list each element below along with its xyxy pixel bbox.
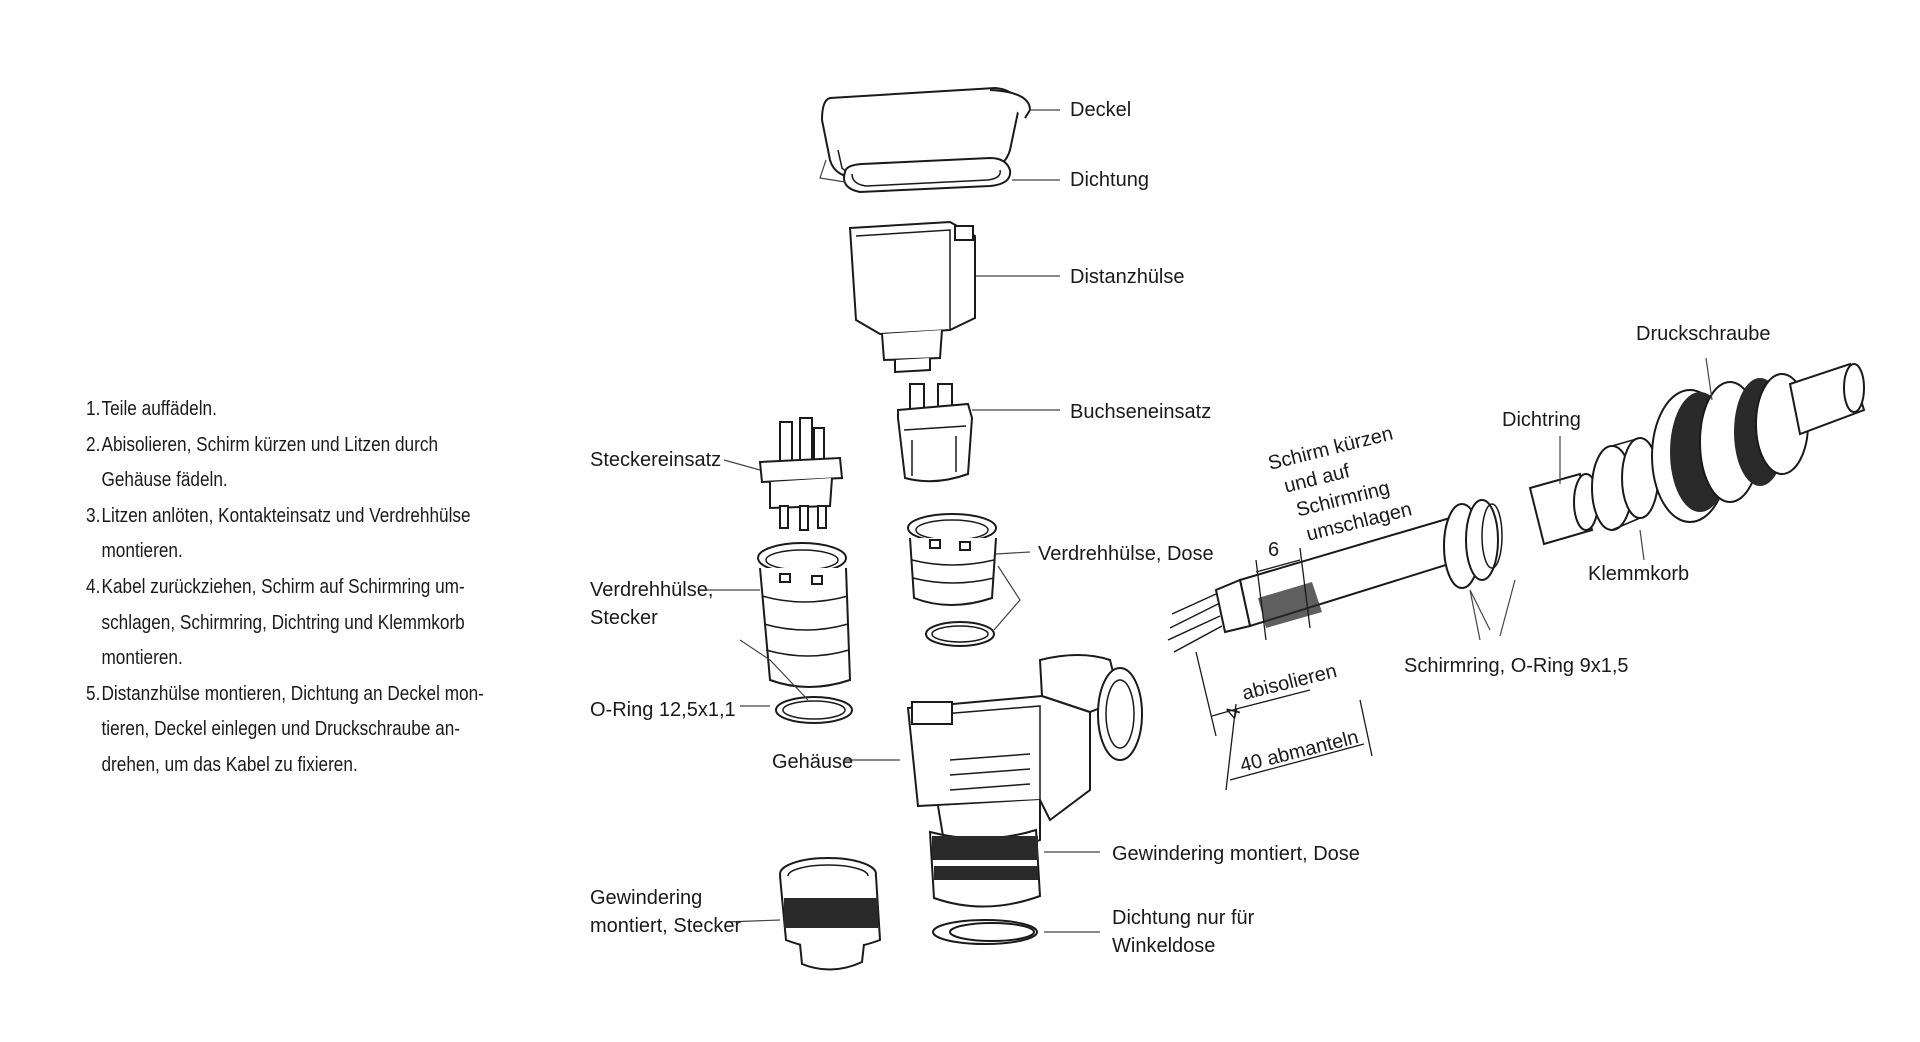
label-oring-12: O-Ring 12,5x1,1 [590,699,736,721]
part-schirmring [1443,499,1503,589]
dim-4: 4 [1222,705,1246,721]
label-gehaeuse: Gehäuse [772,751,853,773]
label-klemmkorb: Klemmkorb [1588,563,1689,585]
part-druckschraube [1651,362,1866,523]
instruction-list: 1.Teile auffädeln. 2.Abisolieren, Schirm… [86,392,506,784]
part-klemmkorb [1591,437,1659,531]
dim-abisolieren: abisolieren [1240,660,1339,705]
part-gehaeuse [906,654,1143,850]
dim-abmanteln: 40 abmanteln [1238,726,1361,777]
label-gewindering-dose: Gewindering montiert, Dose [1112,843,1360,865]
part-verdrehhuelse-stecker [757,542,853,724]
part-verdrehhuelse-dose [907,513,997,647]
part-gewindering-dose [928,828,1042,945]
label-dichtung-winkeldose-2: Winkeldose [1112,935,1215,957]
part-dichtring [1528,472,1599,546]
part-labels: Deckel Dichtung Distanzhülse Buchseneins… [590,99,1771,957]
part-buchseneinsatz [897,383,974,483]
label-buchseneinsatz: Buchseneinsatz [1070,401,1211,423]
label-gewindering-stecker-2: montiert, Stecker [590,915,742,937]
dimension-lines [1195,547,1373,791]
leader-lines [700,109,1713,933]
part-dichtung [819,156,1012,194]
label-verdrehhuelse-stecker-2: Stecker [590,607,658,629]
instruction-step-2: 2.Abisolieren, Schirm kürzen und Litzen … [86,433,439,492]
instruction-step-3: 3.Litzen anlöten, Kontakteinsatz und Ver… [86,504,471,563]
part-distanzhuelse [848,220,976,374]
instruction-step-1: 1.Teile auffädeln. [86,398,217,420]
label-verdrehhuelse-stecker-1: Verdrehhülse, [590,579,713,601]
label-gewindering-stecker-1: Gewindering [590,887,702,909]
label-druckschraube: Druckschraube [1636,323,1771,345]
label-dichtring: Dichtring [1502,409,1581,431]
label-steckereinsatz: Steckereinsatz [590,449,721,471]
part-gewindering-stecker [779,857,882,971]
label-deckel: Deckel [1070,99,1131,121]
part-steckereinsatz [758,417,844,531]
instruction-step-5: 5.Distanzhülse montieren, Dichtung an De… [86,682,484,776]
label-dichtung-winkeldose-1: Dichtung nur für [1112,907,1255,929]
label-dichtung: Dichtung [1070,169,1149,191]
label-distanzhuelse: Distanzhülse [1070,266,1185,288]
instruction-step-4: 4.Kabel zurückziehen, Schirm auf Schirmr… [86,575,465,670]
label-schirmring: Schirmring, O-Ring 9x1,5 [1404,655,1629,677]
dim-6: 6 [1268,539,1279,561]
label-verdrehhuelse-dose: Verdrehhülse, Dose [1038,543,1214,565]
